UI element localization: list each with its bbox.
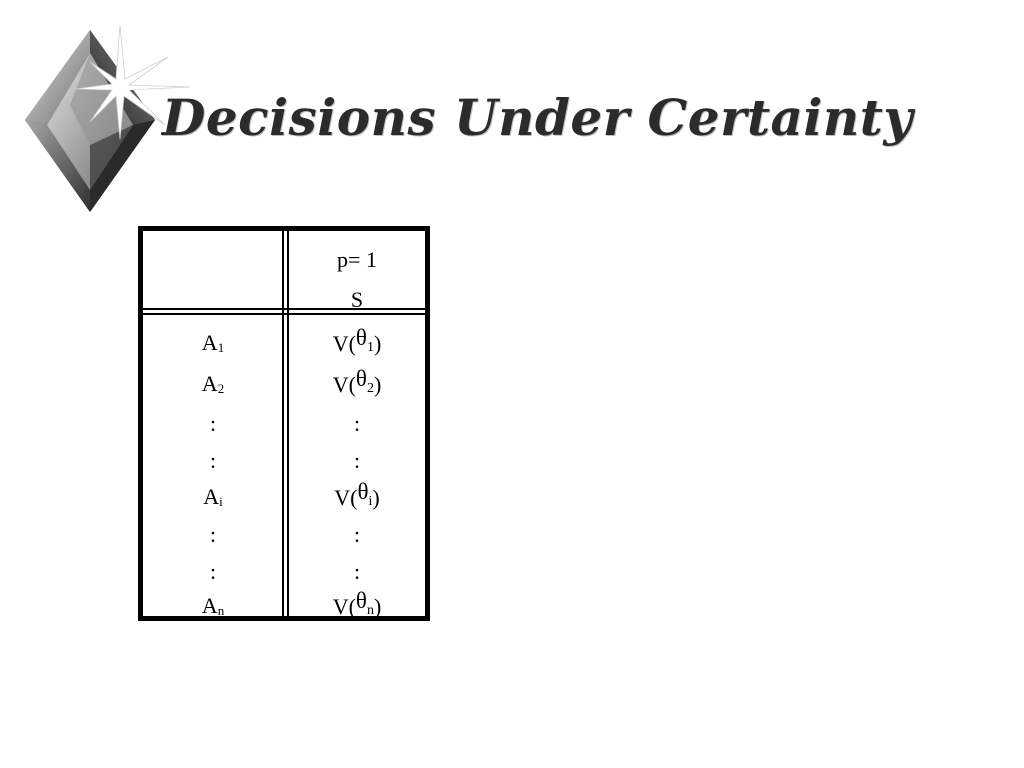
value-cell: : bbox=[354, 413, 360, 435]
alternative-label: : bbox=[209, 448, 217, 473]
column-divider bbox=[282, 231, 284, 616]
value-prefix: : bbox=[353, 448, 361, 473]
value-suffix: ) bbox=[373, 331, 382, 356]
alternative-label: : bbox=[209, 522, 217, 547]
state-label: S bbox=[350, 287, 364, 312]
value-cell: : bbox=[354, 524, 360, 546]
value-prefix: : bbox=[353, 522, 361, 547]
value-suffix: ) bbox=[372, 485, 380, 510]
alternative-subscript: i bbox=[219, 494, 223, 509]
value-cell: V(θi) bbox=[334, 480, 380, 510]
diamond-starburst-icon bbox=[25, 25, 190, 212]
theta-symbol: θ bbox=[357, 479, 369, 504]
alternative-cell: A2 bbox=[201, 371, 225, 396]
value-cell: V(θ2) bbox=[332, 367, 382, 397]
probability-label: p= 1 bbox=[337, 247, 377, 272]
alternative-label: : bbox=[209, 559, 217, 584]
alternative-subscript: n bbox=[217, 603, 225, 618]
alternative-label: A bbox=[201, 593, 218, 618]
alternative-cell: : bbox=[210, 450, 216, 472]
value-prefix: V( bbox=[332, 331, 356, 356]
value-prefix: V( bbox=[332, 594, 356, 619]
value-cell: V(θ1) bbox=[332, 326, 382, 356]
header-divider bbox=[143, 313, 425, 315]
alternative-label: : bbox=[209, 411, 217, 436]
value-cell: : bbox=[354, 450, 360, 472]
alternative-label: A bbox=[203, 484, 220, 509]
theta-symbol: θ bbox=[355, 366, 367, 391]
alternative-cell: Ai bbox=[203, 484, 223, 509]
alternative-cell: : bbox=[210, 561, 216, 583]
theta-symbol: θ bbox=[355, 325, 367, 350]
page-title: Decisions Under Certainty bbox=[162, 88, 913, 147]
column-divider bbox=[287, 231, 289, 616]
alternative-cell: An bbox=[201, 593, 225, 618]
value-subscript: 2 bbox=[366, 381, 374, 396]
alternative-subscript: 1 bbox=[217, 340, 225, 355]
value-prefix: V( bbox=[334, 485, 358, 510]
alternative-cell: : bbox=[210, 524, 216, 546]
value-cell: V(θn) bbox=[332, 589, 382, 619]
value-prefix: : bbox=[353, 411, 361, 436]
header-divider bbox=[143, 308, 425, 310]
alternative-subscript: 2 bbox=[217, 381, 225, 396]
value-subscript: i bbox=[368, 494, 373, 509]
value-cell: : bbox=[354, 561, 360, 583]
value-prefix: : bbox=[353, 559, 361, 584]
theta-symbol: θ bbox=[355, 588, 367, 613]
value-suffix: ) bbox=[373, 372, 382, 397]
value-subscript: n bbox=[366, 603, 374, 618]
value-subscript: 1 bbox=[366, 340, 374, 355]
alternative-label: A bbox=[201, 371, 218, 396]
alternative-cell: : bbox=[210, 413, 216, 435]
value-prefix: V( bbox=[332, 372, 356, 397]
value-suffix: ) bbox=[373, 594, 382, 619]
alternative-cell: A1 bbox=[201, 330, 225, 355]
alternative-label: A bbox=[201, 330, 218, 355]
